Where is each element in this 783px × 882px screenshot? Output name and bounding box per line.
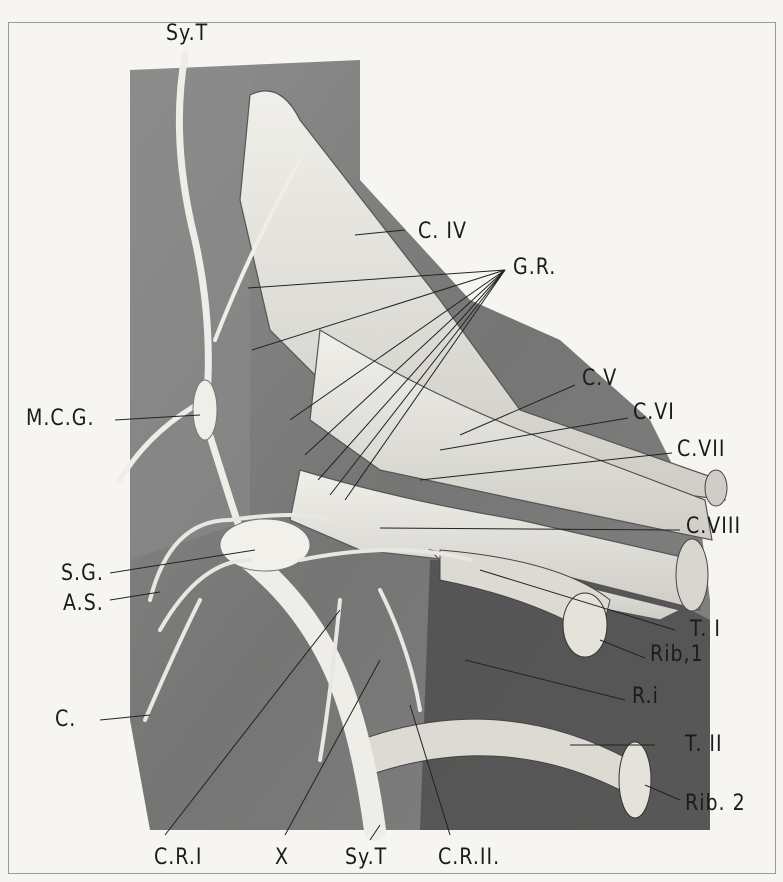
c-viii-cut-end: [676, 539, 708, 611]
label-c-r-ii: C.R.II.: [438, 847, 500, 869]
label-sy-t-top: Sy.T: [166, 23, 208, 45]
label-c-vii: C.VII: [677, 439, 726, 461]
label-x: X: [275, 847, 289, 869]
label-c-viii: C.VIII: [686, 516, 741, 538]
label-c: C.: [55, 709, 76, 731]
label-a-s: A.S.: [63, 593, 104, 615]
label-m-c-g: M.C.G.: [26, 408, 95, 430]
label-rib-2: Rib. 2: [685, 793, 746, 815]
label-c-iv: C. IV: [418, 221, 467, 243]
label-c-vi: C.VI: [633, 402, 675, 424]
label-sy-t-bottom: Sy.T: [345, 847, 387, 869]
label-t-ii: T. II: [685, 734, 723, 756]
label-c-v: C.V: [582, 368, 617, 390]
tissue-left-upper: [130, 70, 250, 560]
label-s-g: S.G.: [61, 563, 104, 585]
rib-2-cut: [619, 742, 651, 818]
label-r-i: R.i: [632, 686, 659, 708]
label-rib-1: Rib,1: [650, 644, 704, 666]
label-g-r: G.R.: [513, 257, 556, 279]
label-c-r-i: C.R.I: [154, 847, 202, 869]
label-t-i: T. I: [690, 619, 721, 641]
middle-cervical-ganglion: [193, 380, 217, 440]
c-vii-cut-end: [705, 470, 727, 506]
